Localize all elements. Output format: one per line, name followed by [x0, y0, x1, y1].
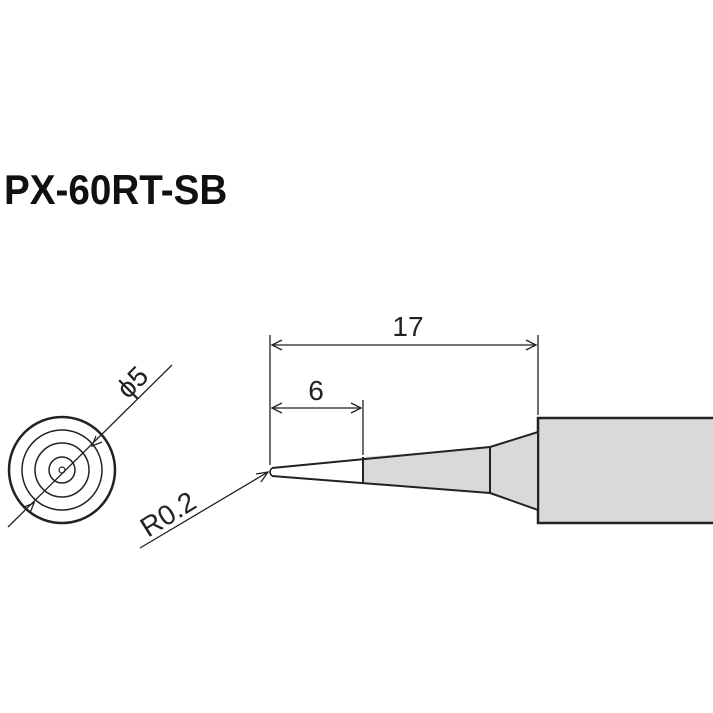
- dim-tip-radius: R0.2: [135, 485, 202, 543]
- model-title: PX-60RT-SB: [4, 166, 228, 213]
- end-view: [7, 364, 173, 528]
- taper: [363, 447, 490, 493]
- dim-total-length: 17: [392, 311, 423, 342]
- dimension-lines: [139, 335, 539, 549]
- dim-diameter: ϕ5: [110, 360, 154, 404]
- cone: [489, 430, 539, 512]
- shank: [536, 416, 713, 525]
- dim-taper-length: 6: [308, 375, 324, 406]
